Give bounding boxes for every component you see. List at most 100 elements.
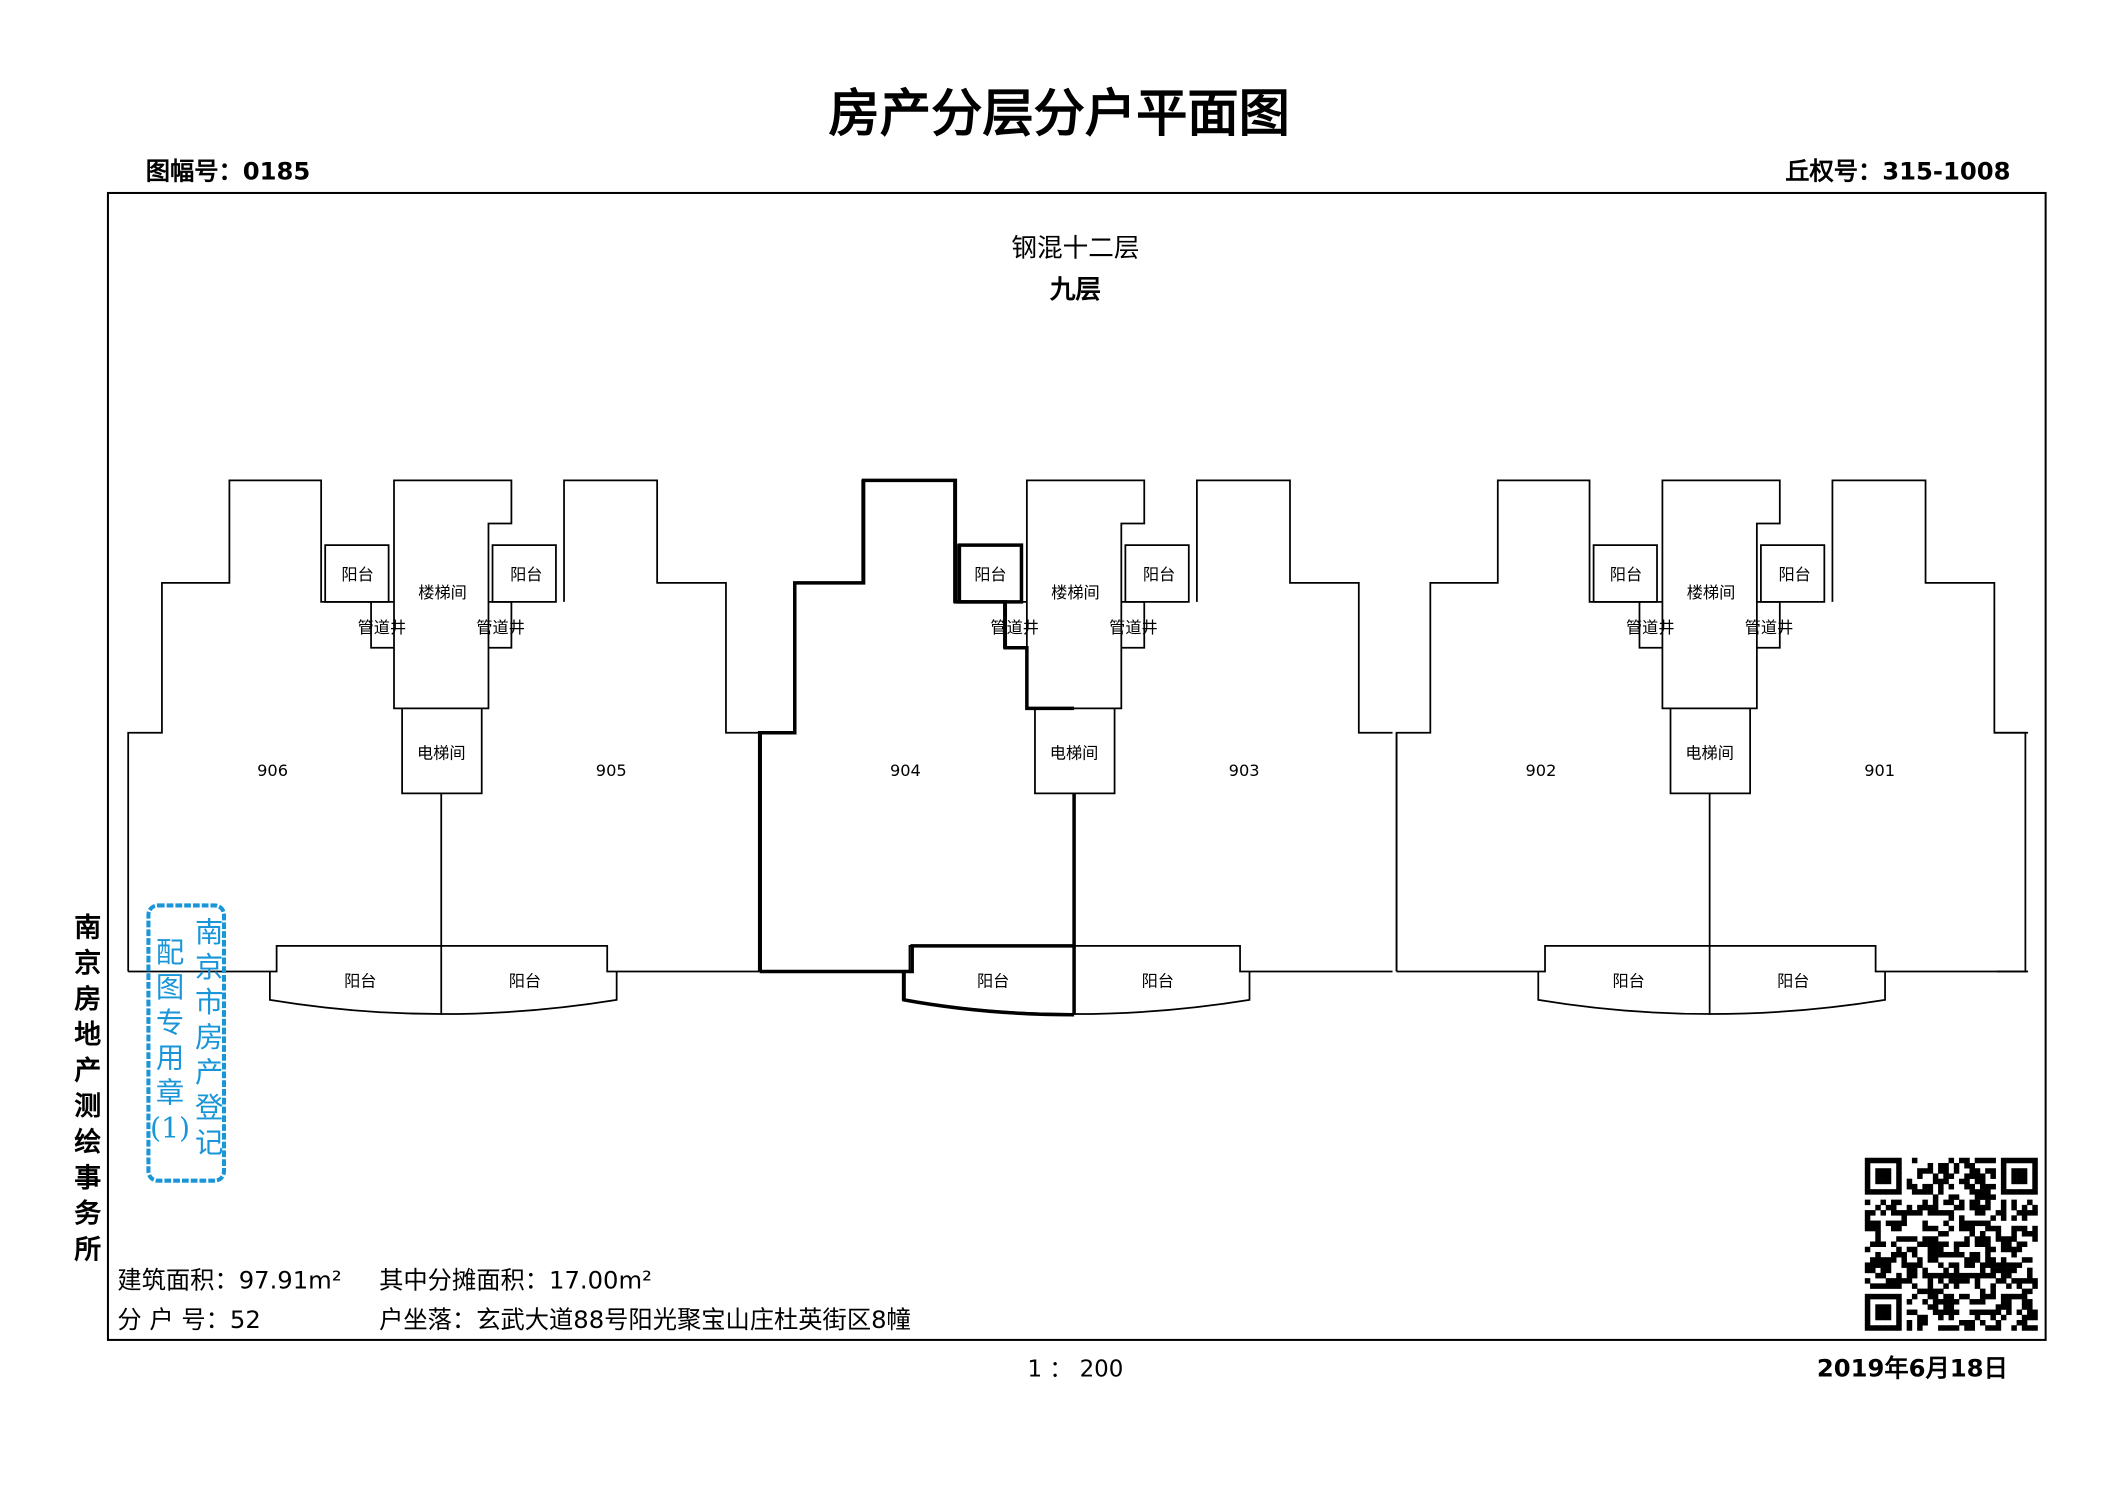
qr-module	[1890, 1241, 1897, 1247]
parcel-number: 丘权号：315-1008	[1785, 156, 2010, 185]
qr-module	[1990, 1314, 1996, 1321]
qr-module	[1943, 1231, 1949, 1237]
qr-module	[1896, 1304, 1902, 1310]
balcony-label: 阳台	[509, 971, 541, 990]
unit-outline-right	[563, 479, 760, 734]
qr-module	[1875, 1309, 1881, 1316]
qr-module	[1922, 1272, 1928, 1279]
qr-module	[1906, 1236, 1913, 1242]
qr-module	[1938, 1178, 1944, 1185]
qr-module	[1885, 1220, 1892, 1227]
qr-module	[2027, 1189, 2033, 1195]
qr-module	[1953, 1309, 1960, 1316]
qr-module	[2006, 1267, 2012, 1274]
qr-module	[1896, 1314, 1902, 1321]
qr-module	[1979, 1189, 1986, 1195]
qr-module	[1864, 1173, 1871, 1179]
qr-module	[2021, 1288, 2028, 1295]
highlight-unit-outline	[759, 793, 1076, 1017]
qr-module	[1953, 1325, 1960, 1331]
qr-module	[2000, 1157, 2007, 1164]
qr-module	[2016, 1320, 2023, 1326]
qr-module	[1885, 1257, 1892, 1263]
balcony-label: 阳台	[1612, 971, 1644, 990]
qr-module	[2027, 1304, 2033, 1310]
qr-module	[1979, 1293, 1986, 1300]
qr-module	[1896, 1325, 1902, 1331]
qr-module	[1979, 1236, 1986, 1242]
qr-module	[1896, 1299, 1902, 1305]
qr-module	[1974, 1204, 1981, 1211]
qr-module	[1864, 1215, 1871, 1221]
qr-module	[1943, 1293, 1949, 1300]
qr-module	[2000, 1215, 2007, 1221]
qr-module	[1932, 1178, 1939, 1185]
qr-module	[1870, 1325, 1876, 1331]
qr-module	[1969, 1204, 1975, 1211]
qr-module	[1864, 1178, 1871, 1185]
qr-module	[2000, 1278, 2007, 1284]
qr-module	[1979, 1178, 1986, 1185]
qr-module	[1906, 1204, 1913, 1211]
qr-module	[1974, 1241, 1981, 1247]
qr-module	[2016, 1189, 2023, 1195]
qr-module	[2016, 1283, 2023, 1289]
qr-module	[1985, 1251, 1991, 1258]
qr-module	[1974, 1173, 1981, 1179]
qr-module	[2006, 1309, 2012, 1316]
qr-module	[1927, 1168, 1934, 1174]
qr-module	[1864, 1199, 1871, 1206]
qr-module	[1896, 1220, 1902, 1227]
stamp-char: 产	[195, 1056, 223, 1089]
qr-module	[1864, 1168, 1871, 1174]
qr-module	[2027, 1231, 2033, 1237]
qr-module	[1990, 1194, 1996, 1200]
qr-module	[1985, 1293, 1991, 1300]
small-balcony-right	[491, 544, 557, 603]
qr-module	[1948, 1210, 1955, 1216]
qr-module	[1927, 1251, 1934, 1258]
qr-module	[1932, 1236, 1939, 1242]
qr-module	[1974, 1251, 1981, 1258]
org-char: 事	[74, 1163, 101, 1194]
qr-module	[1974, 1272, 1981, 1279]
qr-module	[1943, 1299, 1949, 1305]
qr-module	[2032, 1314, 2038, 1321]
qr-module	[1974, 1194, 1981, 1200]
qr-module	[1995, 1278, 2002, 1284]
balcony-label: 阳台	[977, 971, 1009, 990]
qr-module	[1927, 1189, 1934, 1195]
stamp-char: 登	[195, 1091, 223, 1124]
elevator-label: 电梯间	[1685, 743, 1734, 762]
qr-module	[1938, 1189, 1944, 1195]
qr-module	[1880, 1314, 1887, 1321]
qr-module	[2016, 1246, 2023, 1253]
qr-module	[2006, 1299, 2012, 1305]
qr-module	[1870, 1262, 1876, 1268]
qr-module	[1974, 1278, 1981, 1284]
qr-module	[1985, 1220, 1991, 1227]
qr-module	[1932, 1309, 1939, 1316]
qr-module	[2021, 1293, 2028, 1300]
balcony-label: 阳台	[1143, 565, 1175, 584]
qr-module	[1995, 1267, 2002, 1274]
qr-module	[2032, 1162, 2038, 1169]
qr-module	[1927, 1304, 1934, 1310]
qr-module	[1927, 1162, 1934, 1169]
qr-module	[2032, 1204, 2038, 1211]
qr-module	[1964, 1320, 1970, 1326]
qr-module	[1979, 1157, 1986, 1164]
shaft-label: 管道井	[1109, 618, 1158, 637]
qr-module	[1995, 1325, 2002, 1331]
qr-module	[1896, 1157, 1902, 1164]
qr-module	[1995, 1236, 2002, 1242]
qr-module	[1932, 1241, 1939, 1247]
qr-module	[2011, 1189, 2017, 1195]
shaft-label: 管道井	[476, 618, 525, 637]
qr-module	[1864, 1189, 1871, 1195]
qr-module	[1880, 1293, 1887, 1300]
qr-module	[2011, 1215, 2017, 1221]
unit-number-label: 904	[890, 761, 921, 780]
qr-module	[1964, 1272, 1970, 1279]
